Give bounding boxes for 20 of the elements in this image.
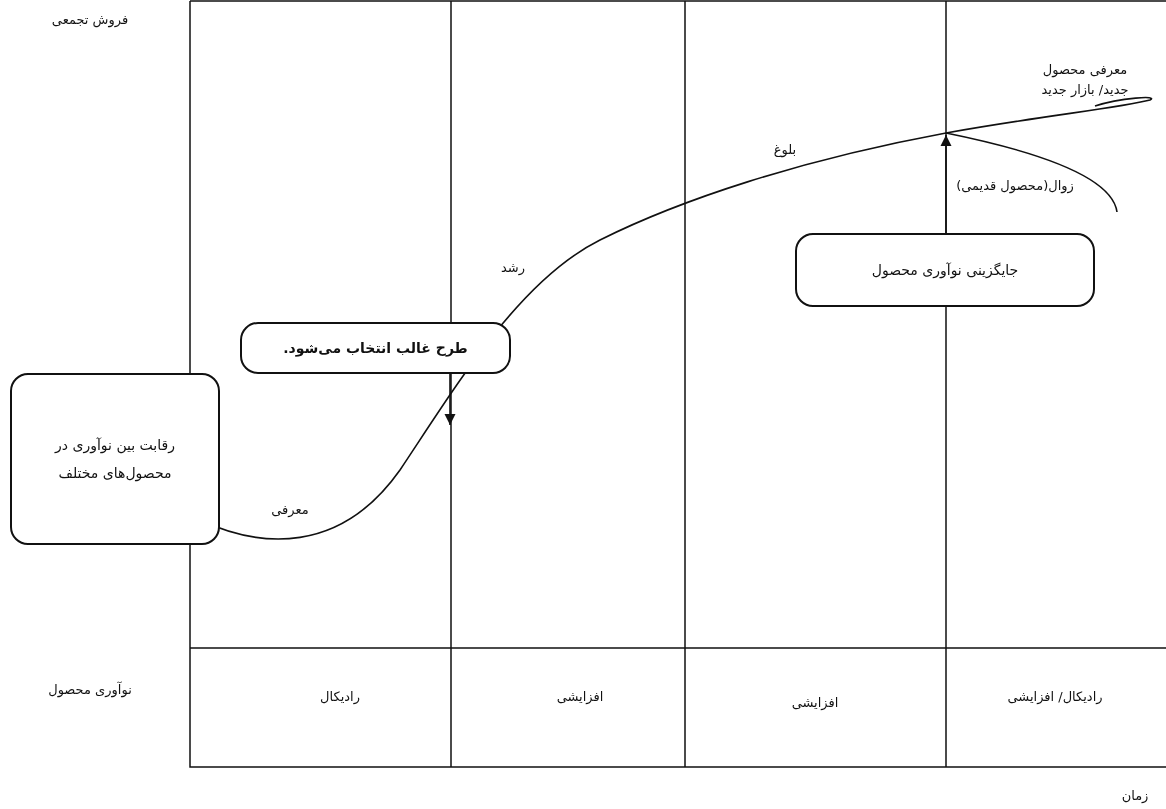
process-box xyxy=(240,322,511,374)
curve-label: معرفی محصول جدید/ بازار جدید xyxy=(1040,61,1130,100)
process-box xyxy=(795,233,1095,307)
axis-label: زمان xyxy=(1120,787,1150,805)
axis-label: فروش تجمعی xyxy=(50,11,130,30)
stage-label: معرفی xyxy=(270,501,310,519)
box-text: جایگزینی نوآوری محصول xyxy=(871,261,1019,281)
row-label: نوآوری محصول xyxy=(47,680,133,700)
stage-label: رشد xyxy=(500,259,526,278)
table-text: افزایشی xyxy=(790,694,840,712)
stage-label: بلوغ xyxy=(772,141,798,160)
arrow xyxy=(444,373,456,426)
box-text: رقابت بین نوآوری در محصول‌های مختلف xyxy=(53,436,176,484)
table-text: رادیکال/ افزایشی xyxy=(1006,688,1104,706)
box-text: طرح غالب انتخاب می‌شود. xyxy=(283,339,468,359)
arrow xyxy=(940,134,952,234)
table-text: افزایشی xyxy=(555,688,605,706)
table-text: رادیکال xyxy=(319,688,361,707)
process-box xyxy=(10,373,220,545)
curve-label: زوال(محصول قدیمی) xyxy=(955,177,1075,196)
